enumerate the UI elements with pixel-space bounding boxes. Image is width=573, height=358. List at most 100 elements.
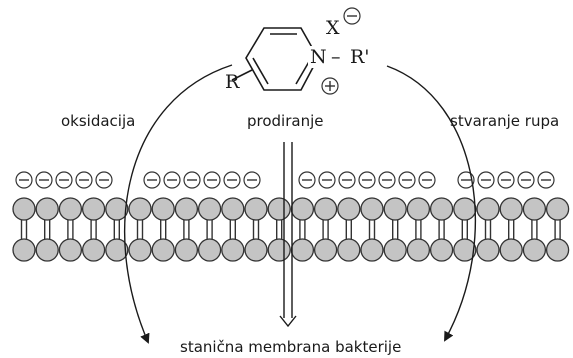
membrane-label: stanična membrana bakterije	[180, 338, 401, 356]
negative-charge-icon	[35, 171, 53, 189]
lipid-head-inner	[337, 238, 361, 262]
lipid-head-inner	[174, 238, 199, 262]
lipid-head-inner	[151, 238, 175, 262]
pore-formation-arrow	[386, 65, 477, 342]
lipid-head-inner	[81, 238, 106, 262]
lipid-head-inner	[383, 238, 407, 262]
lipid-molecule	[360, 197, 384, 262]
penetration-arrow	[279, 142, 297, 328]
lipid-molecule	[58, 197, 83, 262]
lipid-head-outer	[499, 197, 523, 221]
lipid-head-inner	[221, 238, 245, 262]
ring-substituent-label: R	[225, 71, 240, 93]
lipid-head-inner	[360, 238, 384, 262]
negative-charge-icon	[338, 171, 356, 189]
lipid-molecule	[35, 197, 59, 262]
lipid-head-inner	[12, 238, 36, 262]
lipid-head-inner	[35, 238, 59, 262]
membrane-surface-charges	[15, 171, 555, 189]
lipid-head-inner	[313, 238, 338, 262]
surface-charge-group	[457, 171, 555, 189]
lipid-head-inner	[522, 238, 547, 262]
negative-charge-icon	[75, 171, 93, 189]
lipid-molecule	[545, 197, 570, 262]
lipid-head-outer	[337, 197, 361, 221]
lipid-head-outer	[406, 197, 431, 221]
lipid-head-outer	[81, 197, 106, 221]
lipid-head-inner	[429, 238, 454, 262]
lipid-molecule	[128, 197, 152, 262]
negative-charge-icon	[418, 171, 436, 189]
lipid-molecule	[174, 197, 199, 262]
lipid-molecule	[221, 197, 245, 262]
negative-charge-icon	[203, 171, 221, 189]
lipid-head-outer	[151, 197, 175, 221]
lipid-head-inner	[105, 238, 129, 262]
lipid-head-inner	[58, 238, 83, 262]
lipid-head-inner	[499, 238, 523, 262]
lipid-molecule	[476, 197, 500, 262]
nitrogen-positive-charge	[321, 77, 339, 95]
lipid-head-outer	[58, 197, 83, 221]
surface-charge-group	[143, 171, 261, 189]
lipid-molecule	[453, 197, 477, 262]
lipid-molecule	[81, 197, 106, 262]
negative-charge-icon	[398, 171, 416, 189]
lipid-head-inner	[406, 238, 431, 262]
lipid-head-outer	[244, 197, 268, 221]
lipid-head-inner	[290, 238, 315, 262]
bond-dash: –	[331, 46, 341, 68]
negative-charge-icon	[358, 171, 376, 189]
negative-charge-icon	[298, 171, 316, 189]
lipid-molecule	[12, 197, 36, 262]
n-substituent-label: R'	[350, 46, 370, 68]
lipid-head-inner	[476, 238, 500, 262]
oxidation-arrow	[124, 64, 233, 344]
negative-charge-icon	[15, 171, 33, 189]
negative-charge-icon	[477, 171, 495, 189]
pyridinium-cation	[231, 27, 319, 91]
surface-charge-group	[15, 171, 113, 189]
negative-charge-icon	[95, 171, 113, 189]
lipid-head-outer	[12, 197, 36, 221]
counter-ion-label: X	[326, 17, 340, 39]
lipid-bilayer	[12, 197, 570, 262]
pore-formation-label: stvaranje rupa	[450, 112, 559, 130]
lipid-head-outer	[267, 197, 291, 221]
counter-ion-negative-charge	[343, 7, 361, 25]
lipid-head-outer	[429, 197, 454, 221]
negative-charge-icon	[55, 171, 73, 189]
surface-charge-group	[298, 171, 436, 189]
negative-charge-icon	[163, 171, 181, 189]
lipid-head-outer	[174, 197, 199, 221]
lipid-head-inner	[197, 238, 222, 262]
lipid-molecule	[151, 197, 175, 262]
lipid-head-outer	[545, 197, 570, 221]
lipid-head-outer	[313, 197, 338, 221]
negative-charge-icon	[457, 171, 475, 189]
negative-charge-icon	[143, 171, 161, 189]
lipid-molecule	[337, 197, 361, 262]
lipid-molecule	[429, 197, 454, 262]
lipid-head-inner	[244, 238, 268, 262]
lipid-head-outer	[221, 197, 245, 221]
lipid-head-outer	[35, 197, 59, 221]
lipid-molecule	[522, 197, 547, 262]
negative-charge-icon	[537, 171, 555, 189]
lipid-head-outer	[453, 197, 477, 221]
lipid-head-outer	[290, 197, 315, 221]
lipid-molecule	[313, 197, 338, 262]
lipid-molecule	[197, 197, 222, 262]
lipid-molecule	[406, 197, 431, 262]
lipid-molecule	[383, 197, 407, 262]
lipid-head-inner	[267, 238, 291, 262]
negative-charge-icon	[243, 171, 261, 189]
lipid-molecule	[290, 197, 315, 262]
oxidation-label: oksidacija	[61, 112, 135, 130]
lipid-molecule	[499, 197, 523, 262]
lipid-head-outer	[522, 197, 547, 221]
negative-charge-icon	[517, 171, 535, 189]
lipid-head-inner	[545, 238, 570, 262]
lipid-head-inner	[128, 238, 152, 262]
